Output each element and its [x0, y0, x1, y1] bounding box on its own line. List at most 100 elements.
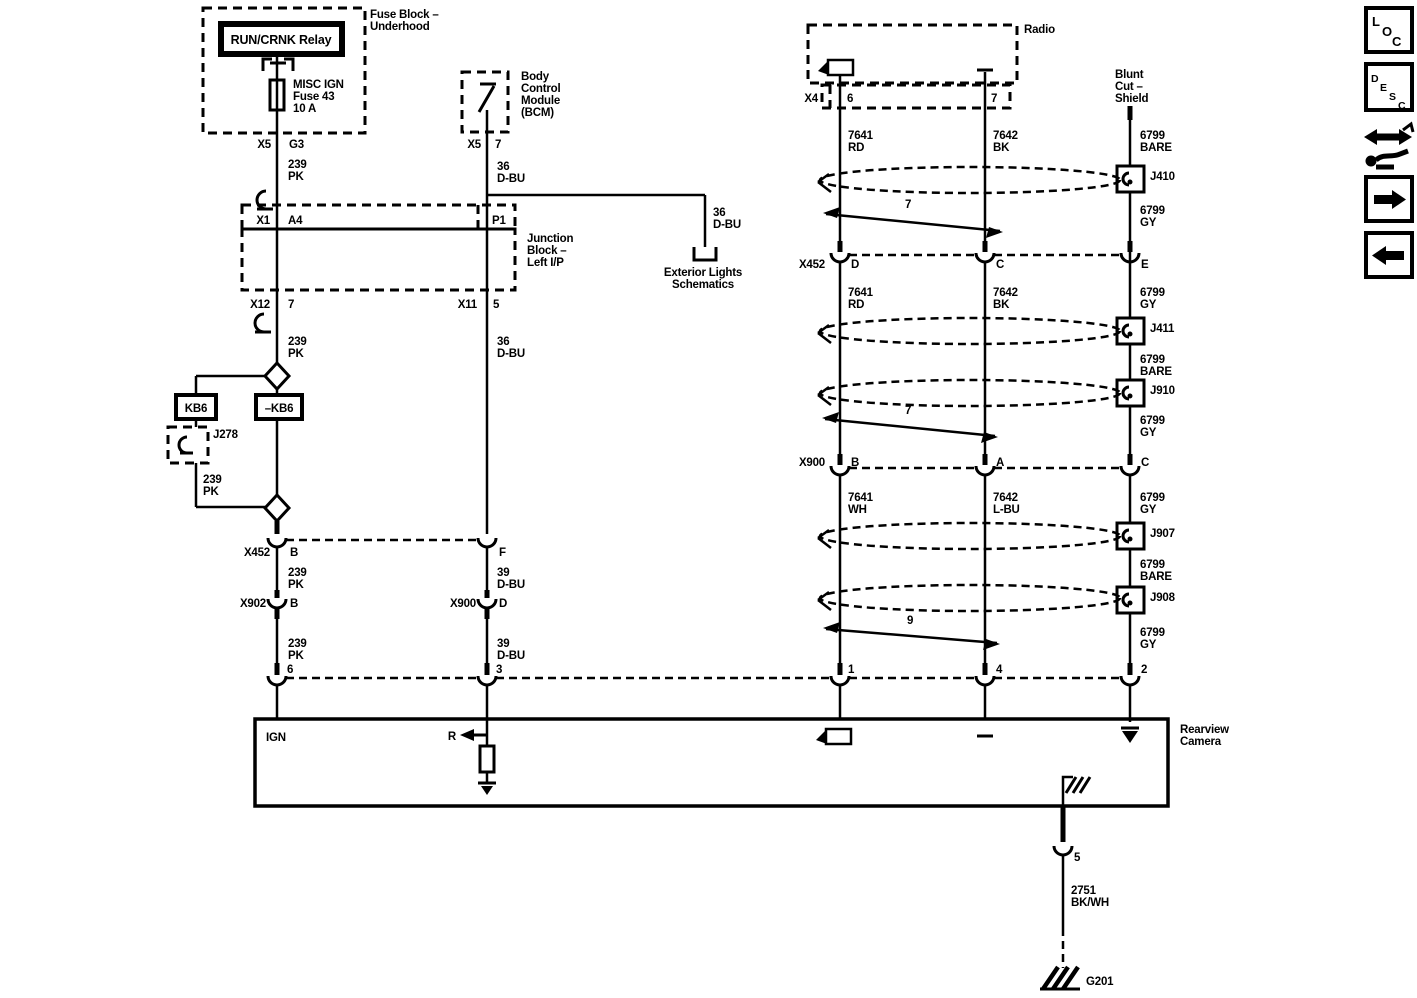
inline-connector-symbol-x12	[253, 312, 271, 334]
junction-top-connector: X1	[256, 215, 270, 227]
bcm-pin: 7	[495, 139, 501, 151]
camera-ign-label: IGN	[266, 732, 286, 744]
camera-reverse-label: R	[448, 731, 457, 743]
splice-diamond	[262, 360, 292, 392]
camera-pin-ign: 6	[287, 664, 293, 676]
bcm-outline	[460, 70, 510, 134]
radio-pin-minus: 7	[991, 93, 997, 105]
shield-joint-j410-label: J410	[1150, 171, 1175, 183]
connector-socket	[1119, 454, 1141, 477]
wire-color-bare: BARE	[1140, 571, 1172, 583]
connector-socket	[829, 454, 851, 477]
shield-ellipse-arrow	[817, 323, 832, 344]
camera-shield-terminal	[1121, 726, 1139, 743]
camera-pin-shield: 2	[1141, 664, 1147, 676]
fuse-block-title-line1: Fuse Block –	[370, 9, 439, 21]
harness-view-button[interactable]	[1364, 121, 1415, 170]
shield-ellipse	[818, 583, 1122, 613]
connector-socket	[829, 241, 851, 264]
desc-button[interactable]: D E S C	[1364, 62, 1414, 112]
fuse-block-connector: X5	[257, 139, 271, 151]
x900-right-pin-return: A	[996, 457, 1004, 469]
x900-right-pin-video: B	[851, 457, 859, 469]
wire-circuit-36: 36	[497, 161, 509, 173]
back-button[interactable]	[1364, 231, 1414, 279]
left-arrowhead	[460, 729, 474, 741]
x902-pin: B	[290, 598, 298, 610]
wire-color-rd: RD	[848, 299, 864, 311]
fuse-symbol	[268, 78, 286, 112]
splice-diamond	[262, 492, 292, 524]
radio-pin-plus: 6	[847, 93, 853, 105]
ground-run: 5 2751 BK/WH G201	[1040, 806, 1114, 991]
x452-left-pin: B	[290, 547, 298, 559]
off-page-bracket	[692, 247, 718, 262]
wire-circuit-39: 39	[497, 567, 509, 579]
harness-icon	[1364, 121, 1415, 170]
x900-left-pin: D	[499, 598, 507, 610]
shield-joint-j411-label: J411	[1150, 323, 1175, 335]
fuse-number: Fuse 43	[293, 91, 334, 103]
camera-symbol	[818, 58, 855, 77]
shield-joint-hook	[1121, 385, 1133, 401]
shield-ellipse	[818, 521, 1122, 551]
twisted-pair-arrow: 7	[822, 405, 998, 443]
x900-left-name: X900	[450, 598, 476, 610]
camera-pin-reverse: 3	[496, 664, 502, 676]
x452-right-pin-video: D	[851, 259, 859, 271]
wire-circuit-7642: 7642	[993, 287, 1018, 299]
wire-color-pk: PK	[288, 650, 304, 662]
relay-contact-symbol	[261, 54, 295, 80]
shield-joint-j908-box	[1115, 585, 1146, 615]
x452-right-name: X452	[799, 259, 825, 271]
junction-bottom-left-connector: X12	[250, 299, 270, 311]
wire-color-bare: BARE	[1140, 142, 1172, 154]
shield-joint-j410-box	[1115, 164, 1146, 194]
option-minus-kb6-label: –KB6	[265, 403, 294, 415]
connector-socket	[476, 537, 498, 549]
wire-circuit-239: 239	[203, 474, 222, 486]
connector-socket	[476, 663, 498, 687]
junction-label-line2: Block –	[527, 245, 567, 257]
wire-color-gy: GY	[1140, 504, 1157, 516]
wire-circuit-6799: 6799	[1140, 354, 1165, 366]
g201-ground-symbol	[1040, 965, 1080, 991]
bcm-title-line4: (BCM)	[521, 107, 554, 119]
wire-color-dbu: D-BU	[497, 579, 525, 591]
wire-circuit-39: 39	[497, 638, 509, 650]
junction-strip-outline	[240, 203, 517, 231]
f-pin: F	[499, 547, 506, 559]
forward-button[interactable]	[1364, 175, 1414, 223]
shield-ellipse-group	[817, 165, 1122, 613]
wire-circuit-6799: 6799	[1140, 492, 1165, 504]
wire-color-bare: BARE	[1140, 366, 1172, 378]
twisted-pair-arrow: 9	[823, 615, 1000, 650]
x902-name: X902	[240, 598, 266, 610]
sidebar-toolbar: L O C D E S C	[1364, 6, 1415, 279]
wire-color-wh: WH	[848, 504, 867, 516]
wire-color-bk: BK	[993, 299, 1010, 311]
camera-internal-ground	[1061, 775, 1092, 806]
inline-connector-j278-box	[166, 425, 210, 465]
radio-x4-strip	[820, 83, 1012, 110]
connector-socket	[266, 663, 288, 687]
connector-socket	[974, 241, 996, 264]
wire-circuit-239: 239	[288, 159, 307, 171]
twisted-pair-arrow: 7	[823, 199, 1003, 238]
fuse-block-title-line2: Underhood	[370, 21, 430, 33]
shield-ellipse	[818, 316, 1122, 346]
loc-letter-l: L	[1372, 14, 1380, 29]
loc-letter-c: C	[1392, 34, 1402, 49]
shield-ellipse	[818, 165, 1122, 195]
wire-color-dbu: D-BU	[497, 348, 525, 360]
shield-joint-hook	[1121, 528, 1133, 544]
wire-circuit-7641: 7641	[848, 130, 874, 142]
wire-circuit-36: 36	[497, 336, 509, 348]
shield-ellipse-arrow	[817, 590, 832, 611]
camera-pin-video: 1	[848, 664, 855, 676]
wire-circuit-36: 36	[713, 207, 725, 219]
desc-letter-e: E	[1380, 82, 1387, 94]
shield-drain-circuit: Blunt Cut – Shield 6799 BARE J410 6799 G…	[817, 69, 1176, 722]
wire-color-dbu: D-BU	[497, 173, 525, 185]
loc-button[interactable]: L O C	[1364, 6, 1414, 54]
